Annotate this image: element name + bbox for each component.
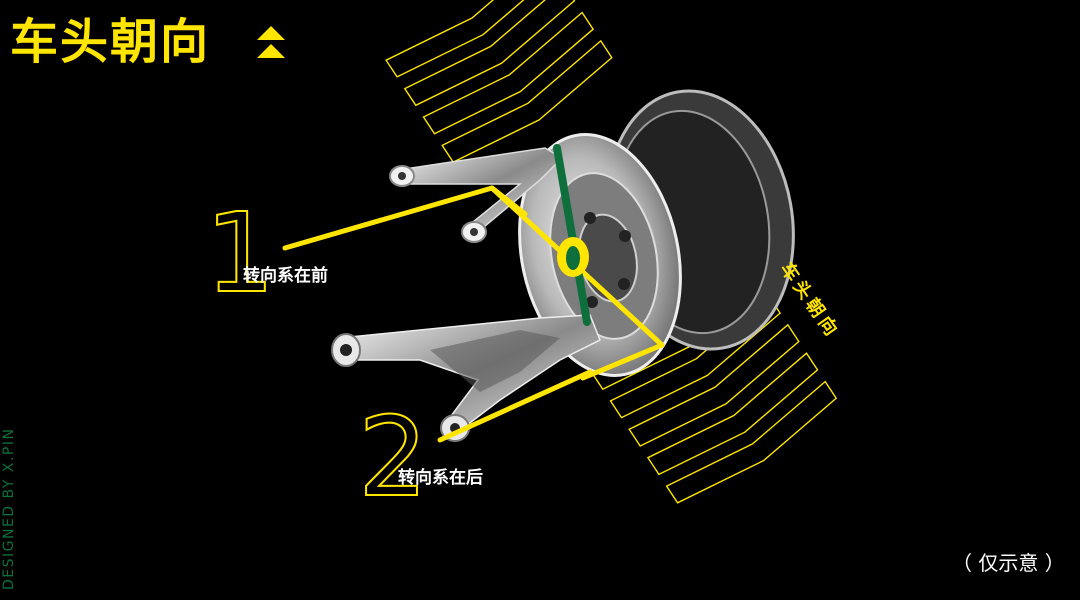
chevron-stripe [665, 380, 838, 504]
chevron-stripe [422, 11, 595, 135]
label-number-2: 2 [357, 393, 429, 521]
illustration-note: （ 仅示意 ） [952, 551, 1065, 575]
label-number-1: 1 [204, 189, 276, 317]
lower-control-arm [331, 314, 601, 442]
steering-axis [553, 144, 591, 326]
upper-control-arm [389, 147, 564, 243]
triangle-up-icon [257, 26, 285, 58]
chevron-stripe [385, 0, 525, 78]
wheel-rim [518, 89, 795, 377]
chevron-stripe [628, 323, 800, 447]
designer-credit: DESIGNED BY X.PIN [1, 427, 17, 590]
page-title: 车头朝向 [10, 14, 211, 70]
chevron-stripe [646, 352, 819, 476]
label-text-2: 转向系在后 [398, 468, 483, 488]
label-text-1: 转向系在前 [243, 266, 328, 286]
chevron-stripe [403, 0, 576, 107]
leader-line-2 [437, 369, 593, 443]
chevron-stripe [609, 295, 782, 419]
